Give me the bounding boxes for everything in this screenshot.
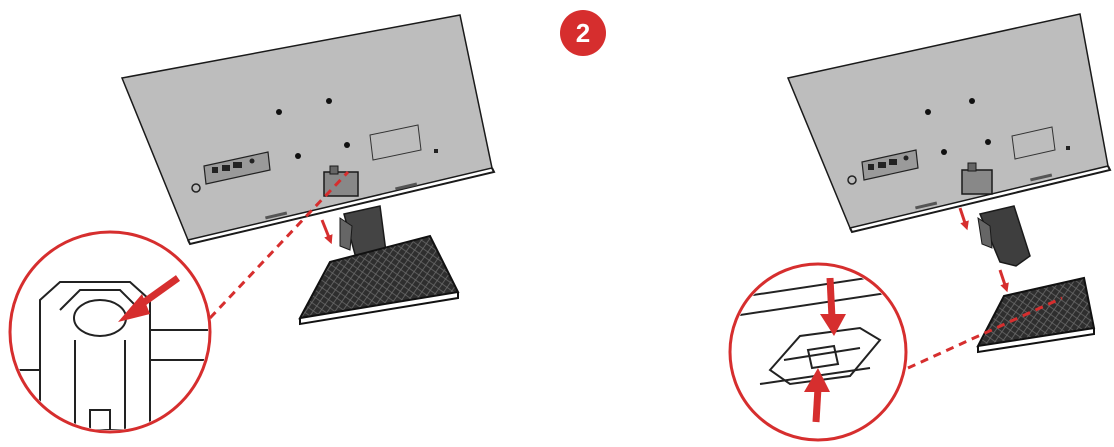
insert-arrow-icon xyxy=(998,269,1009,293)
neck-socket-detail-icon xyxy=(8,230,212,434)
step-number-badge: 2 xyxy=(560,10,606,56)
leader-line xyxy=(208,170,350,320)
step-number: 2 xyxy=(575,18,591,48)
insert-arrow-icon xyxy=(958,207,969,231)
stand-base-icon xyxy=(298,234,460,326)
insert-arrow-icon xyxy=(320,219,333,245)
panel-attach-base xyxy=(728,13,1112,442)
monitor-back-icon xyxy=(786,13,1112,234)
base-clip-detail-icon xyxy=(728,262,908,442)
monitor-back-icon xyxy=(120,14,496,246)
panel-attach-neck xyxy=(8,14,496,434)
stand-base-icon xyxy=(976,276,1096,354)
stand-neck-icon xyxy=(977,205,1031,267)
leader-line xyxy=(907,296,1063,370)
